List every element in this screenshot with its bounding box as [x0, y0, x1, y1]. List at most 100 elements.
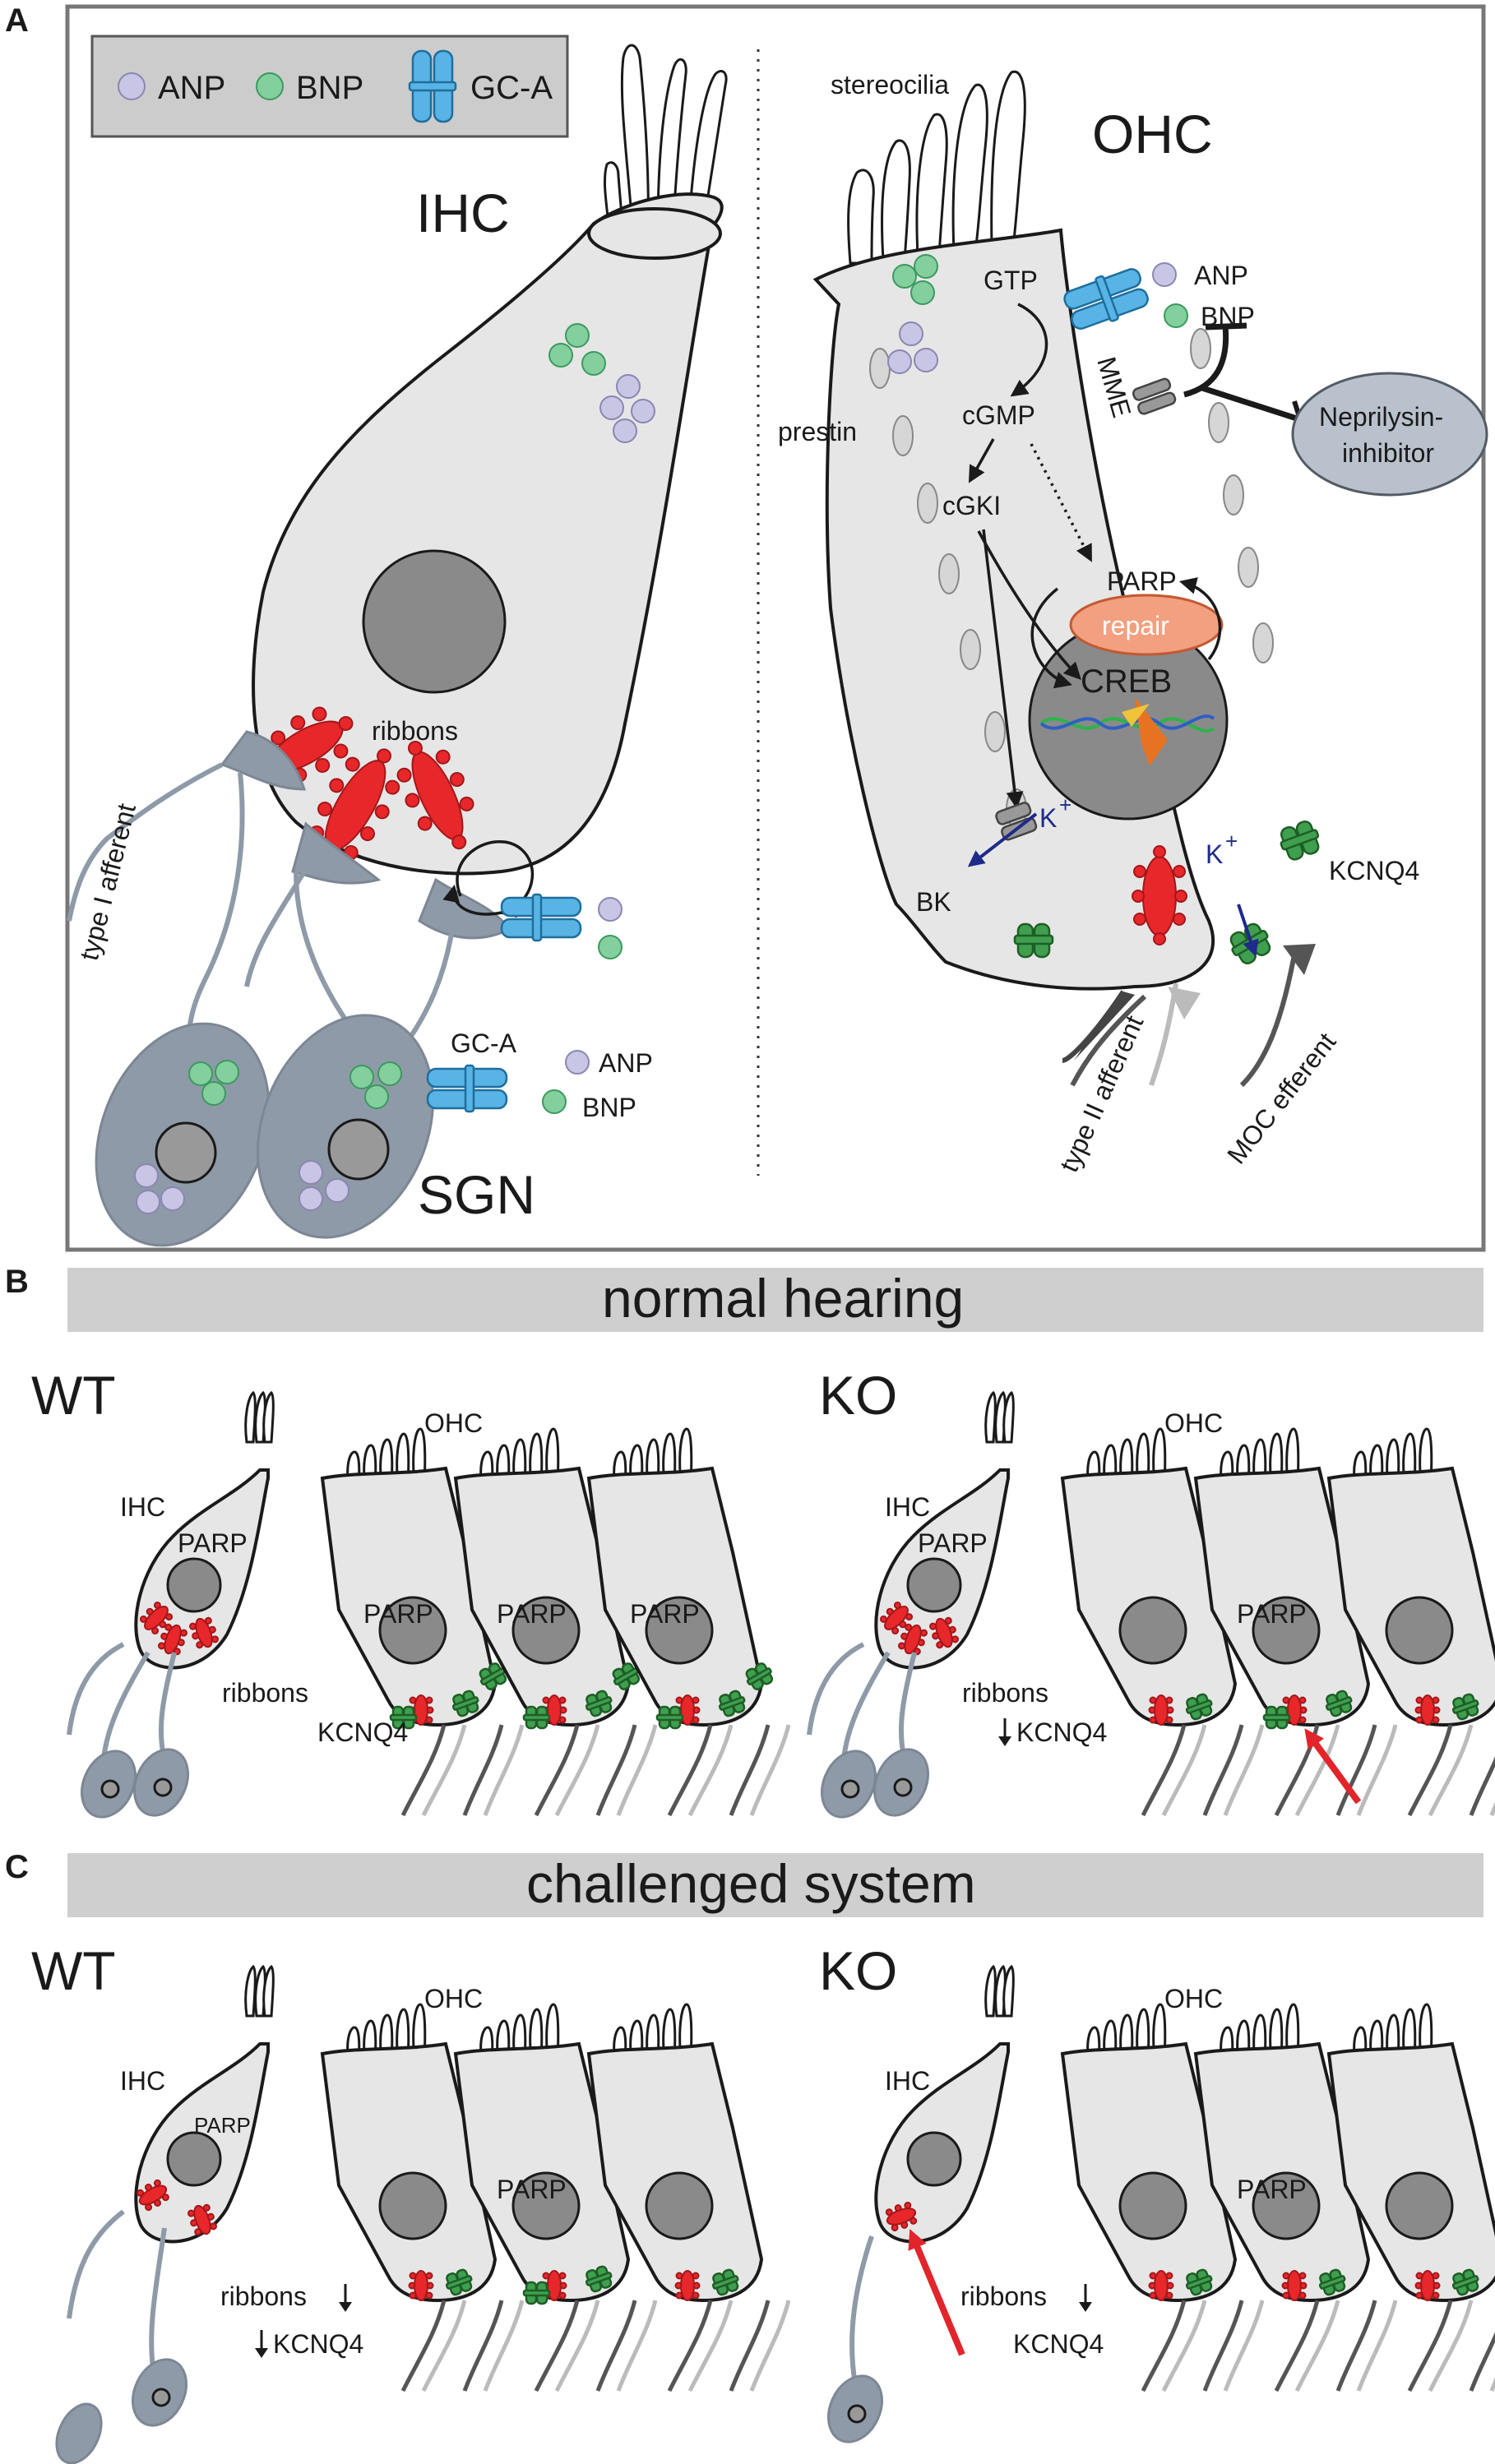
- c-wt-ohc: OHC: [424, 1984, 483, 2013]
- c-wt-label: WT: [31, 1940, 116, 2001]
- ihc-feedback-loop: [442, 840, 535, 918]
- ihc-large: ribbons IHC: [252, 44, 728, 876]
- nep-line2: inhibitor: [1342, 438, 1434, 468]
- sgn-label: SGN: [418, 1164, 535, 1225]
- ohc-title: OHC: [1092, 104, 1213, 164]
- stereocilia-label: stereocilia: [831, 70, 949, 99]
- c-ko-label: KO: [819, 1940, 897, 2001]
- repair-bubble: [1069, 594, 1224, 656]
- kcnq4-label: KCNQ4: [1329, 856, 1419, 885]
- sgn-anp-label: ANP: [599, 1048, 653, 1078]
- b-ko-ihc: IHC: [885, 1492, 930, 1522]
- legend: ANP BNP GC-A: [90, 35, 569, 138]
- banner-b: [67, 1268, 1483, 1332]
- b-wt-ohc2-parp: PARP: [497, 1599, 567, 1629]
- bnp-legend-icon: [256, 72, 284, 100]
- ohc-fibers: [1062, 944, 1316, 1088]
- ihc-ribbons-label: ribbons: [372, 716, 458, 746]
- sgn-gca-label: GC-A: [451, 1029, 517, 1058]
- panel-letter-c: C: [5, 1849, 29, 1885]
- b-ko: KO PARP IHC ribbons PARP: [807, 1365, 1495, 1819]
- c-wt-kcnq4-down: [255, 2330, 268, 2358]
- neprilysin-inhibitor: Neprilysin- inhibitor: [1291, 372, 1488, 497]
- type-i-afferents: type I afferent: [67, 730, 512, 1045]
- prestin-label: prestin: [778, 417, 857, 446]
- c-wt-ribbons-down: [339, 2284, 352, 2312]
- c-wt-ribbons: ribbons: [220, 2281, 307, 2311]
- c-wt: WT PARP IHC ribbons PARP: [31, 1940, 789, 2464]
- ohc-ribbon: [1132, 845, 1187, 945]
- b-wt-ihc-parp: PARP: [178, 1528, 248, 1558]
- legend-bnp-label: BNP: [296, 70, 363, 106]
- c-ko-ohc: OHC: [1164, 1984, 1223, 2013]
- creb-label: CREB: [1081, 663, 1172, 700]
- sgn-bnp-label: BNP: [582, 1093, 636, 1122]
- prestin-motors: [869, 328, 1274, 830]
- ohc-anp-label: ANP: [1194, 261, 1248, 290]
- ribbon-2: [309, 748, 400, 861]
- gca-legend-icon: [408, 49, 457, 123]
- b-ko-ohc: OHC: [1164, 1408, 1223, 1438]
- legend-gca-label: GC-A: [470, 70, 553, 106]
- c-ko-ohc-parp: PARP: [1237, 2175, 1307, 2204]
- c-wt-kcnq4: KCNQ4: [273, 2329, 363, 2359]
- b-wt-ohc: OHC: [424, 1408, 483, 1438]
- c-ko-red-arrow: [908, 2229, 965, 2356]
- ihc-bnp-cluster: [548, 323, 606, 376]
- b-ko-red-arrow: [1304, 1728, 1362, 1805]
- c-ko-kcnq4: KCNQ4: [1013, 2329, 1104, 2359]
- b-ko-label: KO: [819, 1365, 897, 1426]
- b-ko-ribbons: ribbons: [962, 1678, 1048, 1708]
- kcnq-k-sup: +: [1225, 829, 1238, 853]
- ohc-large: repair CREB PARP GTP cGMP cGKI: [778, 70, 1488, 1177]
- bk-label: BK: [916, 887, 951, 917]
- b-wt: WT PARP IHC ribbons PARP: [31, 1365, 789, 1819]
- b-ko-ihc-parp: PARP: [918, 1528, 988, 1558]
- b-wt-ribbons: ribbons: [222, 1678, 308, 1708]
- b-ko-kcnq4: KCNQ4: [1016, 1717, 1107, 1747]
- panel-letter-b: B: [5, 1264, 29, 1300]
- ohc-anp-cluster: [887, 321, 938, 374]
- c-wt-ihc: IHC: [120, 2066, 165, 2096]
- sgn-cells: GC-A ANP BNP SGN: [95, 1014, 653, 1247]
- c-ko-ribbons-down: [1079, 2284, 1092, 2312]
- b-wt-kcnq4: KCNQ4: [317, 1717, 408, 1747]
- c-ko-ribbons: ribbons: [960, 2281, 1047, 2311]
- c-ko: KO IHC ribbons PARP: [819, 1940, 1495, 2443]
- mme-channel: [1132, 377, 1177, 415]
- ihc-nucleus: [362, 549, 507, 694]
- c-wt-ihc-parp: PARP: [194, 2113, 251, 2138]
- parp-label: PARP: [1107, 566, 1177, 596]
- repair-label: repair: [1102, 611, 1169, 640]
- panel-letter-a: A: [5, 2, 29, 39]
- bk-k-label: K: [1039, 803, 1057, 833]
- legend-anp-label: ANP: [158, 70, 225, 106]
- b-ko-down-arrow: [998, 1718, 1011, 1746]
- b-wt-ohc3-parp: PARP: [630, 1599, 700, 1629]
- banner-c-label: challenged system: [526, 1853, 976, 1914]
- ohc-gca: [1063, 268, 1149, 330]
- kcnq-k-label: K: [1206, 839, 1223, 869]
- afferent-gca: [500, 893, 623, 959]
- ribbon-3: [396, 740, 474, 850]
- cgki-label: cGKI: [942, 491, 1001, 520]
- anp-legend-icon: [118, 72, 146, 100]
- c-wt-ohc-parp: PARP: [497, 2175, 567, 2204]
- b-ko-ohc-parp: PARP: [1237, 1599, 1307, 1629]
- ohc-bnp-cluster: [892, 254, 938, 305]
- dna-helix: [1039, 697, 1215, 766]
- b-wt-label: WT: [31, 1365, 116, 1426]
- ohc-stereocilia: [847, 70, 1026, 265]
- banner-c: [67, 1853, 1483, 1917]
- nep-line1: Neprilysin-: [1319, 402, 1443, 432]
- bk-k-sup: +: [1059, 793, 1071, 817]
- cgmp-label: cGMP: [962, 400, 1035, 430]
- banner-b-label: normal hearing: [602, 1268, 964, 1329]
- b-wt-ihc: IHC: [120, 1492, 165, 1522]
- c-ko-ihc: IHC: [885, 2066, 930, 2096]
- gtp-label: GTP: [984, 266, 1038, 295]
- ihc-anp-cluster: [599, 374, 655, 443]
- ihc-title: IHC: [416, 183, 510, 243]
- b-wt-ohc1-parp: PARP: [363, 1599, 433, 1629]
